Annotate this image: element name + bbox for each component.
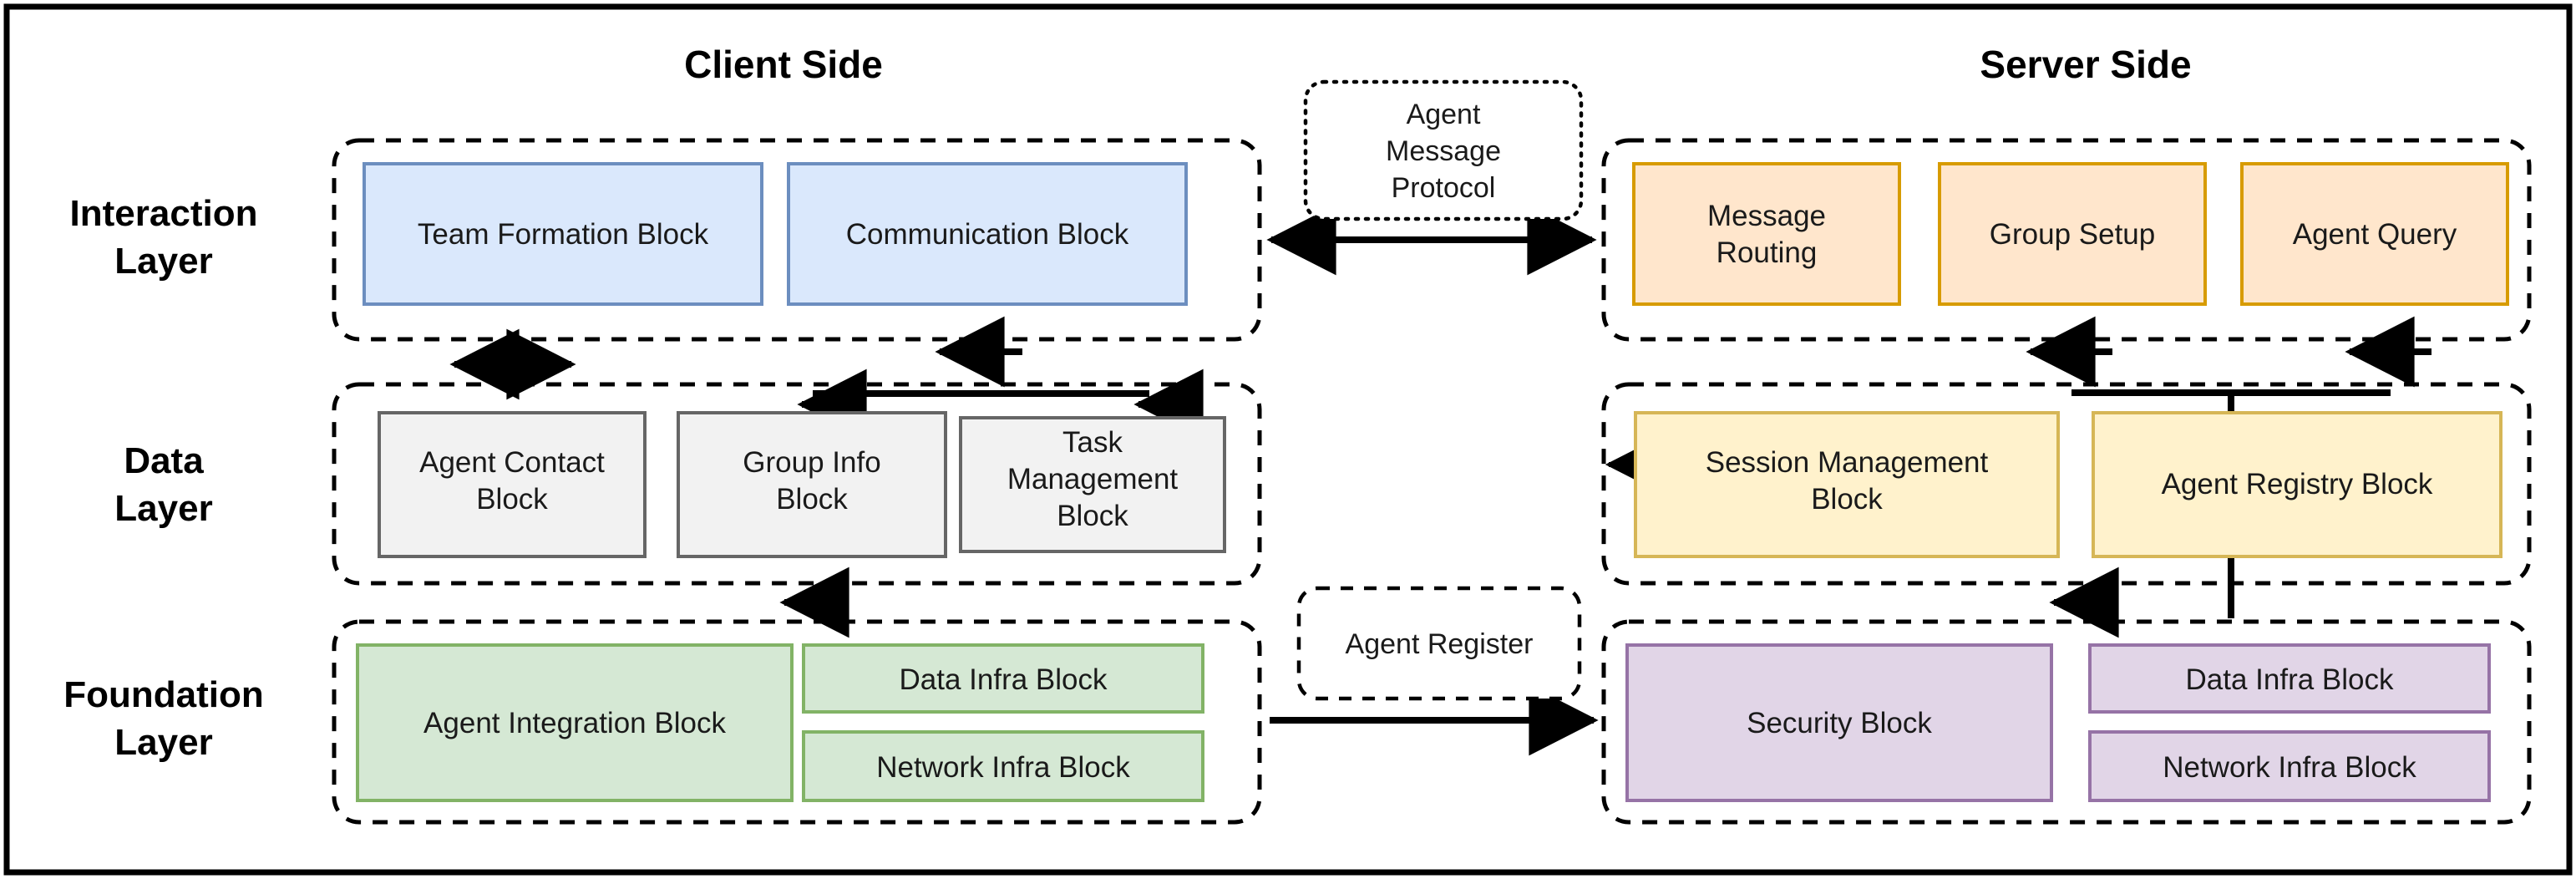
- agent-contact-block-rect[interactable]: [378, 411, 647, 558]
- node-client-network-infra-block[interactable]: Network Infra Block: [802, 730, 1204, 802]
- server-data-infra-block-label: Data Infra Block: [2186, 663, 2394, 696]
- group-info-block-line1: Group Info: [743, 446, 880, 479]
- server-data-infra-block-rect[interactable]: [2088, 643, 2491, 714]
- node-group-setup[interactable]: Group Setup: [1938, 162, 2207, 306]
- agent-message-protocol-box: Agent Message Protocol: [1303, 79, 1584, 221]
- client-data-container: [332, 382, 1262, 586]
- client-side-title: Client Side: [684, 43, 883, 86]
- client-network-infra-block-rect[interactable]: [802, 730, 1204, 802]
- agent-query-rect[interactable]: [2240, 162, 2509, 306]
- node-server-data-infra-block[interactable]: Data Infra Block: [2088, 643, 2491, 714]
- node-security-block[interactable]: Security Block: [1625, 643, 2053, 802]
- communication-block-rect[interactable]: [787, 162, 1188, 306]
- node-group-info-block[interactable]: Group Info Block: [677, 411, 947, 558]
- communication-block-label: Communication Block: [846, 218, 1129, 251]
- security-block-label: Security Block: [1747, 707, 1932, 739]
- agent-message-protocol-rect: [1303, 79, 1584, 221]
- agent-registry-block-label: Agent Registry Block: [2162, 468, 2433, 500]
- agent-contact-block-line1: Agent Contact: [419, 446, 605, 479]
- team-formation-block-rect[interactable]: [363, 162, 763, 306]
- task-management-block-line2: Management: [1007, 463, 1179, 495]
- node-agent-integration-block[interactable]: Agent Integration Block: [356, 643, 794, 802]
- group-setup-label: Group Setup: [1990, 218, 2155, 251]
- node-client-data-infra-block[interactable]: Data Infra Block: [802, 643, 1204, 714]
- client-data-infra-block-rect[interactable]: [802, 643, 1204, 714]
- group-setup-rect[interactable]: [1938, 162, 2207, 306]
- server-network-infra-block-rect[interactable]: [2088, 730, 2491, 802]
- node-message-routing[interactable]: Message Routing: [1632, 162, 1901, 306]
- session-management-block-rect[interactable]: [1634, 411, 2060, 558]
- task-management-block-line1: Task: [1062, 426, 1123, 459]
- layer-label-interaction-line2: Layer: [114, 241, 212, 282]
- security-block-rect[interactable]: [1625, 643, 2053, 802]
- client-interaction-container: [332, 138, 1262, 342]
- node-server-network-infra-block[interactable]: Network Infra Block: [2088, 730, 2491, 802]
- server-side-title: Server Side: [1980, 43, 2191, 86]
- layer-label-data-line1: Data: [124, 440, 204, 481]
- group-info-block-rect[interactable]: [677, 411, 947, 558]
- message-routing-line2: Routing: [1716, 236, 1818, 269]
- agent-register-box: Agent Register: [1296, 586, 1582, 701]
- message-routing-rect[interactable]: [1632, 162, 1901, 306]
- agent-integration-block-rect[interactable]: [356, 643, 794, 802]
- layer-label-foundation-line1: Foundation: [63, 674, 264, 715]
- layer-label-interaction-line1: Interaction: [70, 193, 258, 234]
- agent-message-protocol-line3: Protocol: [1392, 172, 1496, 204]
- agent-message-protocol-line2: Message: [1386, 135, 1501, 167]
- node-agent-registry-block[interactable]: Agent Registry Block: [2092, 411, 2502, 558]
- task-management-block-rect[interactable]: [959, 416, 1226, 553]
- client-network-infra-block-label: Network Infra Block: [876, 751, 1130, 784]
- layer-label-foundation: Foundation Layer: [63, 674, 264, 763]
- agent-message-protocol-line1: Agent: [1407, 99, 1481, 130]
- agent-register-label: Agent Register: [1346, 628, 1534, 660]
- agent-contact-block-line2: Block: [476, 483, 548, 516]
- team-formation-block-label: Team Formation Block: [418, 218, 709, 251]
- layer-label-foundation-line2: Layer: [114, 722, 212, 763]
- client-data-infra-block-label: Data Infra Block: [900, 663, 1108, 696]
- node-agent-contact-block[interactable]: Agent Contact Block: [378, 411, 647, 558]
- session-management-block-line1: Session Management: [1706, 446, 1989, 479]
- server-network-infra-block-label: Network Infra Block: [2163, 751, 2416, 784]
- agent-registry-block-rect[interactable]: [2092, 411, 2502, 558]
- layer-label-data: Data Layer: [114, 440, 212, 529]
- node-task-management-block[interactable]: Task Management Block: [959, 416, 1226, 553]
- message-routing-line1: Message: [1707, 200, 1826, 232]
- layer-label-data-line2: Layer: [114, 488, 212, 529]
- node-team-formation-block[interactable]: Team Formation Block: [363, 162, 763, 306]
- group-info-block-line2: Block: [776, 483, 848, 516]
- agent-register-rect: [1296, 586, 1582, 701]
- agent-query-label: Agent Query: [2293, 218, 2457, 251]
- connector-communication-data-branch: [797, 316, 1204, 440]
- node-communication-block[interactable]: Communication Block: [787, 162, 1188, 306]
- outer-frame: [3, 3, 2573, 876]
- server-interaction-container: [1601, 138, 2532, 342]
- layer-label-interaction: Interaction Layer: [70, 193, 258, 282]
- session-management-block-line2: Block: [1811, 483, 1883, 516]
- node-agent-query[interactable]: Agent Query: [2240, 162, 2509, 306]
- agent-integration-block-label: Agent Integration Block: [423, 707, 726, 739]
- node-session-management-block[interactable]: Session Management Block: [1634, 411, 2060, 558]
- task-management-block-line3: Block: [1057, 500, 1128, 532]
